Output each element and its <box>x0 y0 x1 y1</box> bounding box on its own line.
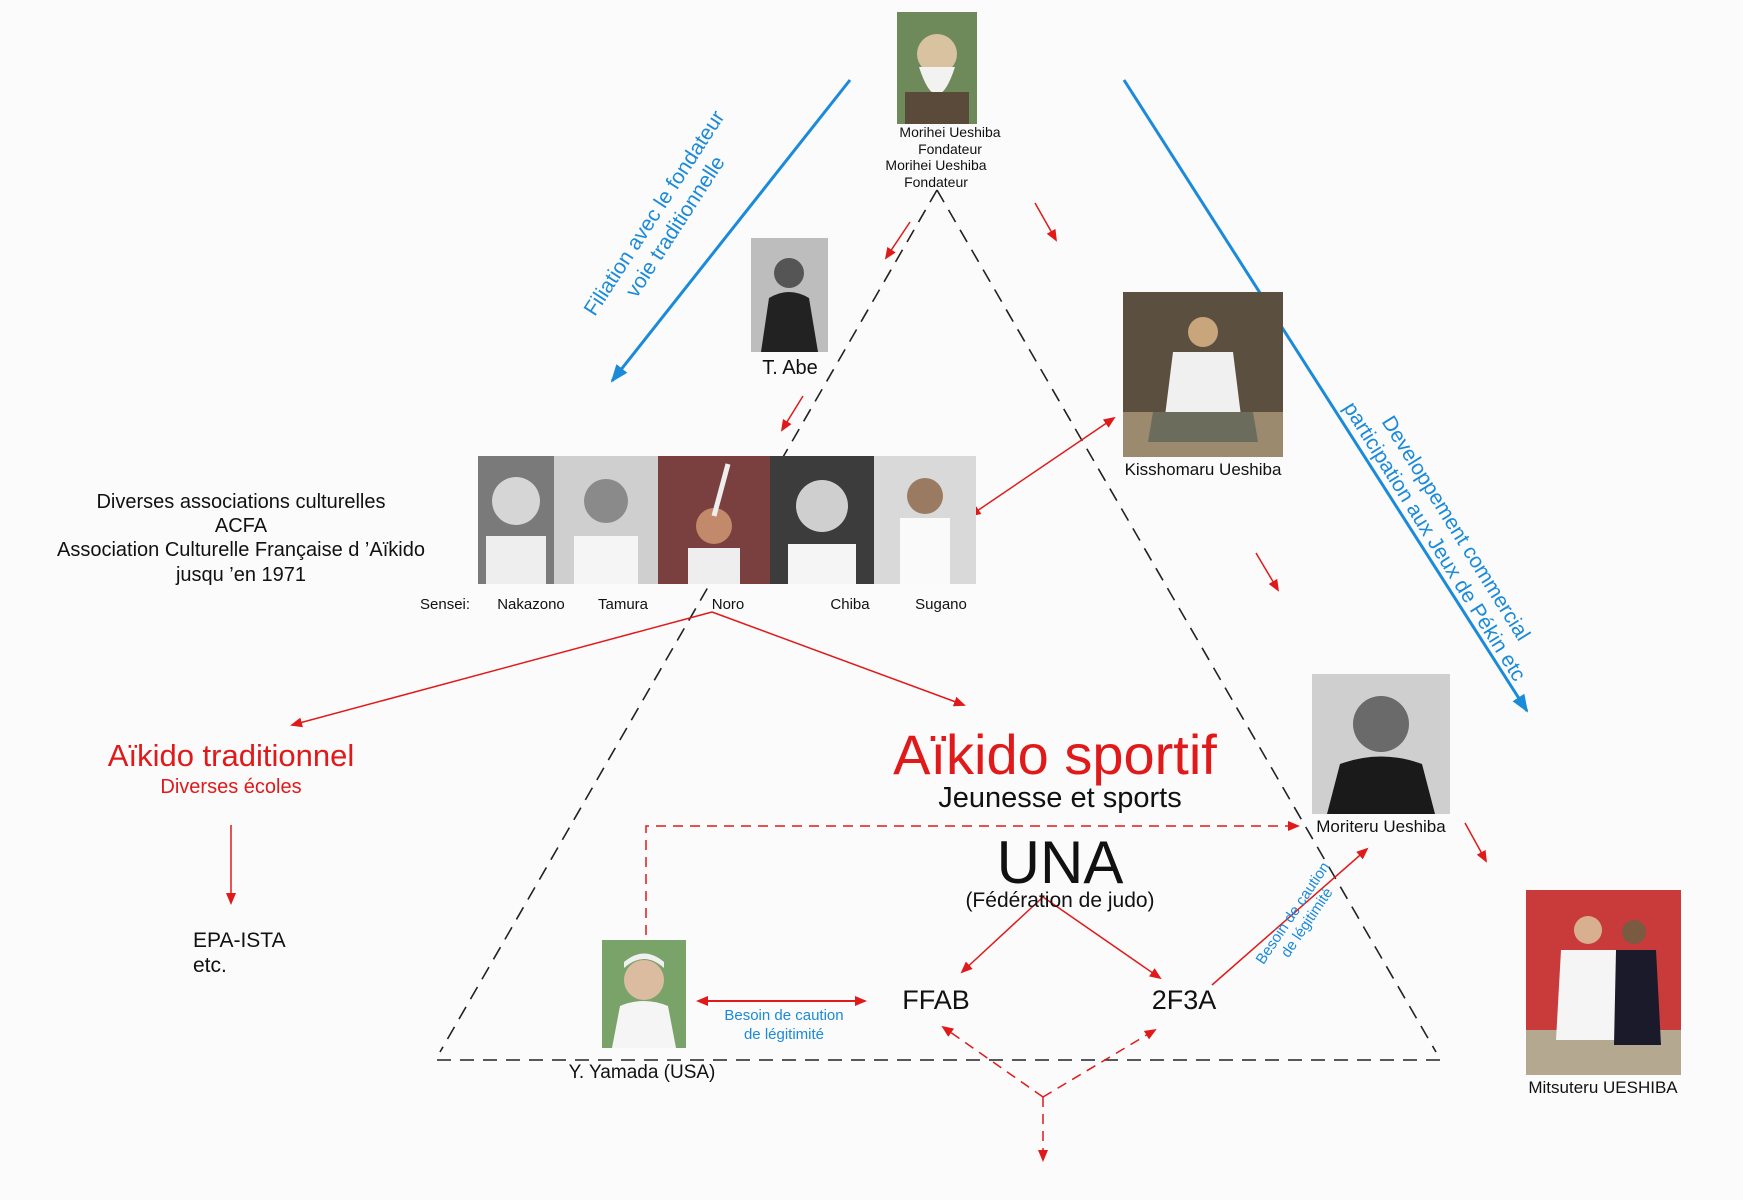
sportif-subtitle: Jeunesse et sports <box>938 782 1182 814</box>
founder-name: Morihei Ueshiba <box>899 124 1001 140</box>
mitsuteru-name: Mitsuteru UESHIBA <box>1528 1078 1678 1097</box>
arrow-2f3a-moriteru <box>1211 847 1369 986</box>
photo-y-yamada <box>602 940 686 1048</box>
photo-morihei-ueshiba <box>897 12 977 124</box>
founder-role: Fondateur <box>918 141 982 157</box>
una-label: UNA <box>996 829 1124 896</box>
una-subtitle: (Fédération de judo) <box>965 889 1155 912</box>
associations-line-4: jusqu ’en 1971 <box>175 564 307 586</box>
yamada-name: Y. Yamada (USA) <box>568 1062 716 1083</box>
associations-line-3: Association Culturelle Française d ’Aïki… <box>57 539 425 561</box>
photo-t-abe <box>751 238 828 352</box>
caution-note-horizontal-1: Besoin de caution <box>724 1007 844 1024</box>
kisshomaru-name: Kisshomaru Ueshiba <box>1124 460 1282 479</box>
arrow-una-ffab <box>960 896 1044 974</box>
moriteru-name: Moriteru Ueshiba <box>1316 817 1446 836</box>
sensei-name-noro: Noro <box>711 596 745 613</box>
ffab-label: FFAB <box>902 985 970 1015</box>
photo-sensei-group <box>478 456 976 584</box>
dashed-base-ffab <box>941 1025 1044 1098</box>
sensei-name-chiba: Chiba <box>830 596 870 613</box>
abe-name: T. Abe <box>762 357 818 379</box>
dashed-yamada-moriteru <box>645 821 1300 935</box>
dashed-triangle <box>437 189 1440 1061</box>
developpement-arrow <box>1122 79 1529 713</box>
arrow-una-2f3a <box>1042 896 1162 980</box>
photo-moriteru-ueshiba <box>1312 674 1450 814</box>
etc-label: etc. <box>193 954 227 977</box>
arrow-kisshomaru-moriteru <box>1255 552 1280 592</box>
traditionnel-title: Aïkido traditionnel <box>107 738 355 773</box>
founder-role-2: Fondateur <box>904 174 968 190</box>
caution-note-horizontal-2: de légitimité <box>743 1026 825 1043</box>
associations-line-1: Diverses associations culturelles <box>96 491 386 513</box>
2f3a-label: 2F3A <box>1151 985 1217 1015</box>
traditionnel-subtitle: Diverses écoles <box>160 776 302 798</box>
sportif-title: Aïkido sportif <box>893 723 1217 786</box>
arrow-founder-kisshomaru <box>1034 202 1057 242</box>
arrow-abe-noro <box>780 395 804 432</box>
sensei-name-tamura: Tamura <box>597 596 649 613</box>
arrow-noro-sportif <box>711 611 966 707</box>
arrow-moriteru-mitsuteru <box>1464 822 1487 863</box>
filiation-arrow <box>610 79 852 383</box>
epa-ista-label: EPA-ISTA <box>193 929 286 952</box>
dashed-base-2f3a <box>1042 1028 1157 1098</box>
sensei-prefix: Sensei: <box>420 596 471 613</box>
arrow-founder-abe <box>884 221 911 260</box>
associations-line-2: ACFA <box>214 515 268 537</box>
photo-kisshomaru-ueshiba <box>1123 292 1283 457</box>
sensei-name-nakazono: Nakazono <box>497 596 565 613</box>
photo-mitsuteru-ueshiba <box>1526 890 1681 1075</box>
arrow-sensei-kisshomaru <box>968 416 1116 517</box>
sensei-name-sugano: Sugano <box>915 596 967 613</box>
arrow-noro-traditionnel <box>290 611 713 728</box>
founder-name-2: Morihei Ueshiba <box>885 157 987 173</box>
